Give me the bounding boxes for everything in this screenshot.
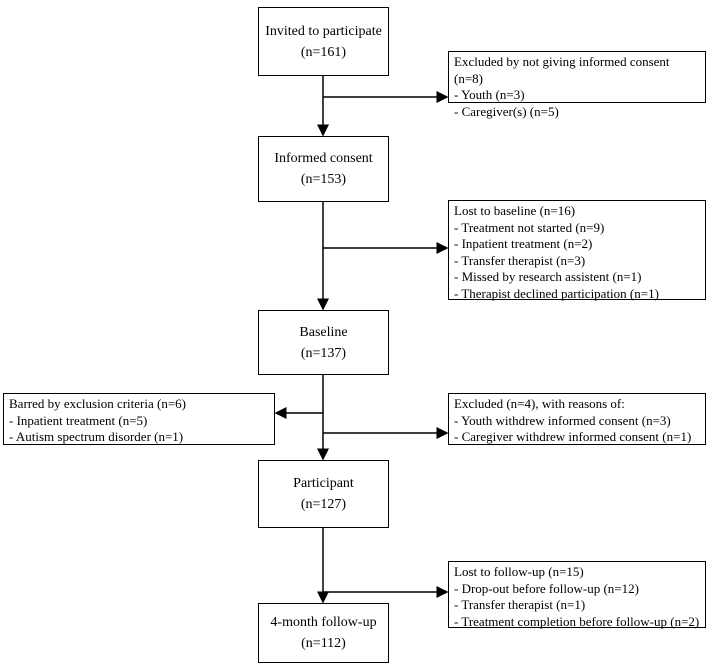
box-title: Participant xyxy=(293,476,354,491)
list-item: - Treatment not started (n=9) xyxy=(454,219,605,235)
box-baseline: Baseline (n=137) xyxy=(258,310,389,375)
box-invited: Invited to participate (n=161) xyxy=(258,7,389,76)
list-item: - Youth withdrew informed consent (n=3) xyxy=(454,412,671,428)
box-no-consent: Excluded by not giving informed consent … xyxy=(448,51,706,119)
box-title: Informed consent xyxy=(274,151,373,166)
list-item: - Inpatient treatment (n=2) xyxy=(454,236,593,251)
box-participant: Participant (n=127) xyxy=(258,460,389,528)
list-item: - Treatment completion before follow-up … xyxy=(454,613,700,629)
box-count: (n=127) xyxy=(300,497,347,512)
box-title: Excluded by not giving informed consent … xyxy=(454,54,670,86)
box-count: (n=153) xyxy=(300,172,347,187)
box-title: Barred by exclusion criteria (n=6) xyxy=(9,396,186,411)
list-item: - Caregiver(s) (n=5) xyxy=(454,103,559,119)
box-lost-baseline: Lost to baseline (n=16) - Treatment not … xyxy=(448,200,706,301)
box-informed-consent: Informed consent (n=153) xyxy=(258,136,389,202)
box-count: (n=161) xyxy=(300,44,347,60)
box-excluded: Excluded (n=4), with reasons of: - Youth… xyxy=(448,393,706,445)
list-item: - Missed by research assistent (n=1) xyxy=(454,269,642,284)
list-item: - Drop-out before follow-up (n=12) xyxy=(454,580,639,596)
box-lost-followup: Lost to follow-up (n=15) - Drop-out befo… xyxy=(448,561,706,629)
box-count: (n=112) xyxy=(301,636,346,651)
list-item: - Therapist declined participation (n=1) xyxy=(454,285,659,301)
box-count: (n=137) xyxy=(300,345,347,361)
list-item: - Transfer therapist (n=1) xyxy=(454,597,586,612)
list-item: - Transfer therapist (n=3) xyxy=(454,252,586,268)
list-item: - Youth (n=3) xyxy=(454,87,525,102)
box-title: Lost to baseline (n=16) xyxy=(454,203,576,218)
list-item: - Inpatient treatment (n=5) xyxy=(9,412,148,428)
list-item: - Caregiver withdrew informed consent (n… xyxy=(454,429,692,444)
box-follow-up: 4-month follow-up (n=112) xyxy=(258,603,389,663)
box-title: Lost to follow-up (n=15) xyxy=(454,564,584,579)
box-barred: Barred by exclusion criteria (n=6) - Inp… xyxy=(3,393,275,445)
box-title: Excluded (n=4), with reasons of: xyxy=(454,396,625,411)
box-title: Invited to participate xyxy=(265,23,382,39)
box-title: Baseline xyxy=(299,324,348,340)
list-item: - Autism spectrum disorder (n=1) xyxy=(9,429,184,444)
box-title: 4-month follow-up xyxy=(270,615,377,630)
